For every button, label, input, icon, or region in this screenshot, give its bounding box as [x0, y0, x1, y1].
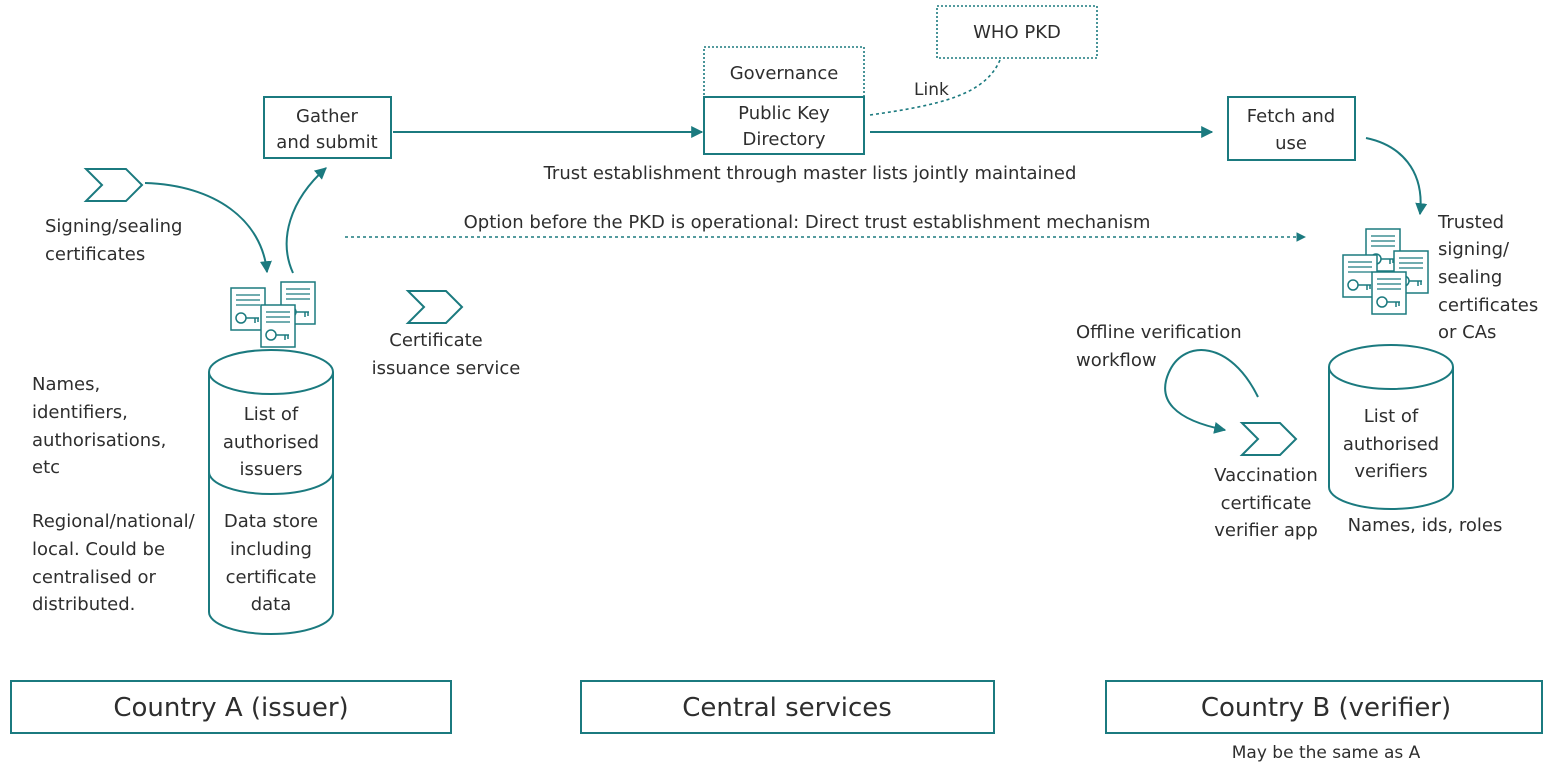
- verifier-certificate-stack-icon: [1342, 228, 1429, 315]
- regional-line4: distributed.: [32, 594, 135, 615]
- trusted-line1: Trusted: [1437, 212, 1504, 233]
- gather-submit-box: Gather and submit: [263, 96, 392, 159]
- app-label-line1: Vaccination: [1214, 465, 1318, 486]
- central-services-box: Central services: [580, 680, 995, 734]
- country-b-verifier-box: Country B (verifier): [1105, 680, 1543, 734]
- issuers-line1: List of: [244, 404, 299, 425]
- verifier-app-chevron-icon: [1239, 422, 1298, 456]
- trusted-line2: signing/: [1438, 239, 1510, 260]
- fetch-label-line1: Fetch and: [1247, 106, 1335, 127]
- verifiers-line2: authorised: [1343, 434, 1439, 455]
- regional-line3: centralised or: [32, 567, 156, 588]
- central-services-label: Central services: [682, 693, 892, 723]
- same-as-a-note: May be the same as A: [1232, 743, 1421, 763]
- regional-line1: Regional/national/: [32, 511, 196, 532]
- governance-box: Governance: [703, 46, 865, 98]
- app-label-line3: verifier app: [1214, 520, 1318, 541]
- names-line1: Names,: [32, 374, 100, 395]
- app-label-line2: certificate: [1221, 493, 1312, 514]
- issuance-chevron-icon: [405, 290, 464, 324]
- offline-workflow-loop-arrow: [1164, 349, 1259, 434]
- pkd-label-line2: Directory: [743, 129, 826, 150]
- pkd-label-line1: Public Key: [738, 103, 830, 124]
- who-pkd-label: WHO PKD: [973, 22, 1061, 43]
- verifiers-line1: List of: [1364, 406, 1419, 427]
- datastore-line1: Data store: [224, 511, 318, 532]
- datastore-line3: certificate: [226, 567, 317, 588]
- signing-label-line1: Signing/sealing: [45, 216, 182, 237]
- names-ids-roles-label: Names, ids, roles: [1348, 515, 1503, 536]
- signing-to-store-arrow: [144, 182, 272, 274]
- store-to-gather-arrow: [285, 167, 327, 274]
- datastore-line2: including: [230, 539, 312, 560]
- country-a-label: Country A (issuer): [113, 693, 348, 723]
- regional-line2: local. Could be: [32, 539, 165, 560]
- verifiers-line3: verifiers: [1354, 461, 1427, 482]
- link-label: Link: [914, 80, 949, 100]
- offline-label-line2: workflow: [1076, 350, 1157, 371]
- signing-chevron-icon: [83, 168, 144, 202]
- datastore-line4: data: [251, 594, 292, 615]
- issuer-database-icon: [208, 349, 334, 635]
- governance-label: Governance: [730, 63, 839, 84]
- who-pkd-box: WHO PKD: [936, 5, 1098, 59]
- names-line2: identifiers,: [32, 402, 128, 423]
- link-dashed-connector: [869, 59, 1001, 116]
- fetch-use-box: Fetch and use: [1227, 96, 1356, 161]
- offline-label-line1: Offline verification: [1076, 322, 1242, 343]
- trust-establishment-text: Trust establishment through master lists…: [543, 163, 1077, 184]
- issuers-line3: issuers: [239, 459, 302, 480]
- verifier-database-icon: [1328, 344, 1454, 510]
- gather-label-line1: Gather: [296, 106, 359, 127]
- country-b-label: Country B (verifier): [1201, 693, 1451, 723]
- trusted-line3: sealing: [1438, 267, 1502, 288]
- issuance-label-line1: Certificate: [389, 330, 483, 351]
- issuance-label-line2: issuance service: [372, 358, 521, 379]
- names-line3: authorisations,: [32, 430, 166, 451]
- trusted-line5: or CAs: [1438, 322, 1496, 343]
- trusted-line4: certificates: [1438, 295, 1538, 316]
- public-key-directory-box: Public Key Directory: [703, 96, 865, 155]
- signing-label-line2: certificates: [45, 244, 145, 265]
- fetch-label-line2: use: [1275, 133, 1307, 154]
- gather-label-line2: and submit: [276, 132, 377, 153]
- fetch-to-trusted-arrow: [1365, 137, 1428, 216]
- names-line4: etc: [32, 457, 60, 478]
- issuers-line2: authorised: [223, 432, 319, 453]
- option-before-pkd-text: Option before the PKD is operational: Di…: [464, 212, 1151, 233]
- country-a-issuer-box: Country A (issuer): [10, 680, 452, 734]
- issuer-certificate-stack-icon: [230, 281, 316, 348]
